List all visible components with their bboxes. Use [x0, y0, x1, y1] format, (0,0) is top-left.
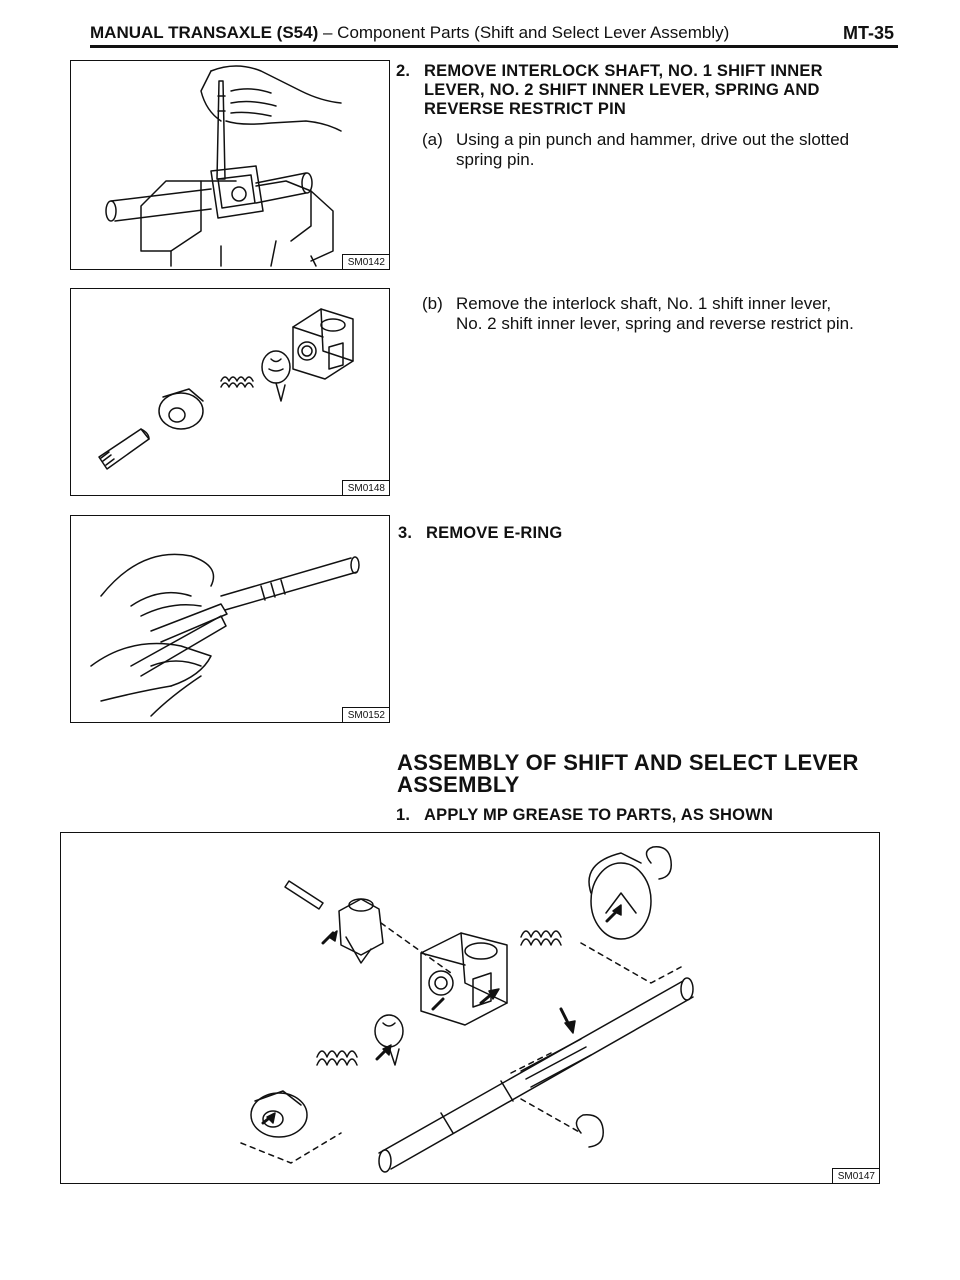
sub-step-line: spring pin. — [456, 150, 535, 169]
sub-step-line: Remove the interlock shaft, No. 1 shift … — [456, 294, 832, 313]
step-3-text: REMOVE E-RING — [426, 524, 563, 542]
figure-code: SM0148 — [341, 480, 389, 495]
page-number: MT-35 — [842, 23, 894, 43]
figure-removed-parts: SM0148 — [70, 288, 390, 496]
sub-step-line: Using a pin punch and hammer, drive out … — [456, 130, 850, 149]
figure-grease-points: SM0147 — [60, 832, 880, 1184]
step-number: 2. — [396, 62, 411, 80]
step-number: 1. — [396, 806, 411, 824]
header-title-bold: MANUAL TRANSAXLE (S54) — [90, 23, 319, 42]
assembly-step-1: 1. APPLY MP GREASE TO PARTS, AS SHOWN — [396, 806, 874, 825]
figure-pin-punch: SM0142 — [70, 60, 390, 270]
sub-step-line: No. 2 shift inner lever, spring and reve… — [456, 314, 854, 333]
step-2-line: LEVER, NO. 2 SHIFT INNER LEVER, SPRING A… — [424, 81, 820, 99]
step-2-title: 2. REMOVE INTERLOCK SHAFT, NO. 1 SHIFT I… — [396, 62, 904, 119]
assembly-step-1-text: APPLY MP GREASE TO PARTS, AS SHOWN — [424, 806, 774, 824]
step-2-line: REVERSE RESTRICT PIN — [424, 100, 627, 118]
step-number: 3. — [398, 524, 413, 542]
header-rule — [90, 45, 898, 48]
section-heading-line: ASSEMBLY — [397, 772, 520, 797]
grease-points-illustration — [240, 846, 694, 1173]
header-title-rest: – Component Parts (Shift and Select Leve… — [318, 23, 730, 42]
figure-code: SM0152 — [341, 707, 389, 722]
section-heading: ASSEMBLY OF SHIFT AND SELECT LEVER ASSEM… — [397, 752, 897, 796]
step-2a: (a) Using a pin punch and hammer, drive … — [422, 130, 906, 170]
section-heading-line: ASSEMBLY OF SHIFT AND SELECT LEVER — [397, 750, 859, 775]
figure-code: SM0142 — [341, 254, 389, 269]
removed-parts-illustration — [98, 308, 354, 470]
page-header: MANUAL TRANSAXLE (S54) – Component Parts… — [90, 20, 900, 46]
step-2b: (b) Remove the interlock shaft, No. 1 sh… — [422, 294, 906, 334]
sub-step-label: (a) — [422, 130, 443, 149]
step-2-line: REMOVE INTERLOCK SHAFT, NO. 1 SHIFT INNE… — [424, 62, 823, 80]
figure-code: SM0147 — [831, 1168, 879, 1183]
pin-punch-illustration — [105, 65, 342, 267]
sub-step-label: (b) — [422, 294, 443, 313]
e-ring-removal-illustration — [90, 553, 360, 717]
step-3-title: 3. REMOVE E-RING — [398, 524, 876, 543]
figure-remove-e-ring: SM0152 — [70, 515, 390, 723]
